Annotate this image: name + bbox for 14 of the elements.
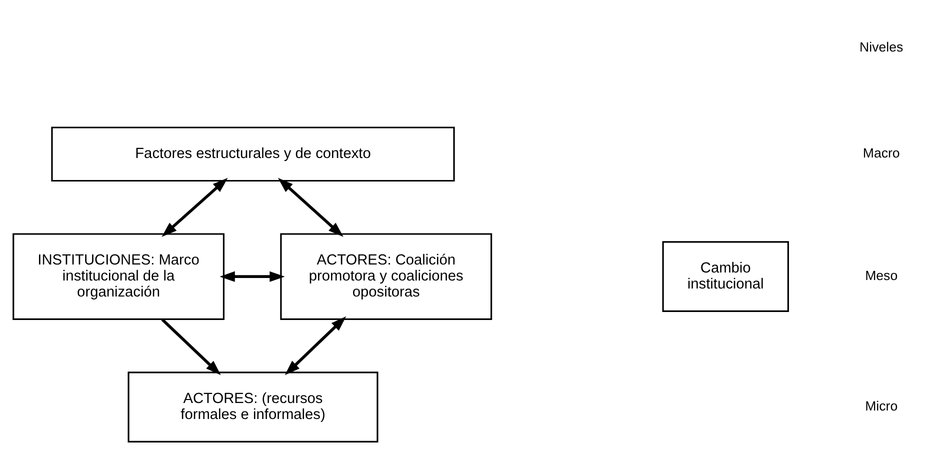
label: Niveles [860, 40, 904, 55]
node-box: INSTITUCIONES: Marco institucional de la organización [12, 233, 225, 320]
arrow [161, 318, 221, 376]
arrow [278, 178, 344, 237]
label: Meso [865, 268, 898, 283]
arrow [162, 178, 228, 237]
node-box: ACTORES: Coalición promotora y coaliciones opositoras [280, 233, 492, 320]
arrow [284, 316, 346, 376]
node-box: Factores estructurales y de contexto [51, 126, 455, 182]
label: Macro [862, 145, 900, 160]
node-box: ACTORES: (recursos formales e informales) [128, 372, 378, 442]
label: Micro [865, 398, 898, 414]
node-box: Cambio institucional [662, 241, 789, 312]
arrow [220, 271, 285, 282]
